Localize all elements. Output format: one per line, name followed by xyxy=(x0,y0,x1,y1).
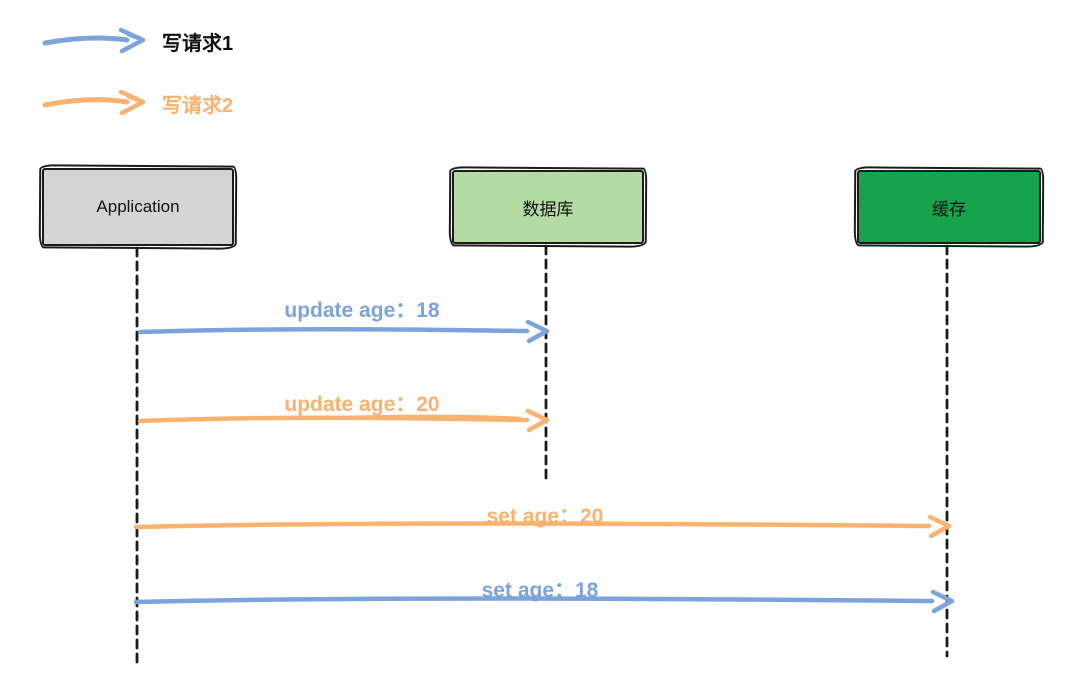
message-label-update-age-20: update age：20 xyxy=(284,393,440,416)
message-arrow-set-age-20 xyxy=(133,514,952,539)
legend-label-write-request-2: 写请求2 xyxy=(162,95,234,117)
legend-arrow-write-request-1-icon xyxy=(42,27,146,54)
actor-box-cache: 缓存 xyxy=(857,170,1041,244)
message-label-set-age-18: set age：18 xyxy=(481,579,599,602)
actor-label-database: 数据库 xyxy=(522,199,574,219)
actor-label-cache: 缓存 xyxy=(932,199,966,219)
actor-box-application: Application xyxy=(42,168,234,246)
message-arrow-set-age-18 xyxy=(133,589,955,614)
legend-label-write-request-1: 写请求1 xyxy=(162,33,234,55)
message-arrow-update-age-18 xyxy=(137,319,550,344)
actor-label-application: Application xyxy=(96,197,180,216)
message-label-update-age-18: update age：18 xyxy=(284,299,440,322)
message-label-set-age-20: set age：20 xyxy=(486,505,604,528)
actor-box-database: 数据库 xyxy=(452,170,644,244)
message-arrow-update-age-20 xyxy=(137,408,550,433)
legend-arrow-write-request-2-icon xyxy=(42,89,146,116)
